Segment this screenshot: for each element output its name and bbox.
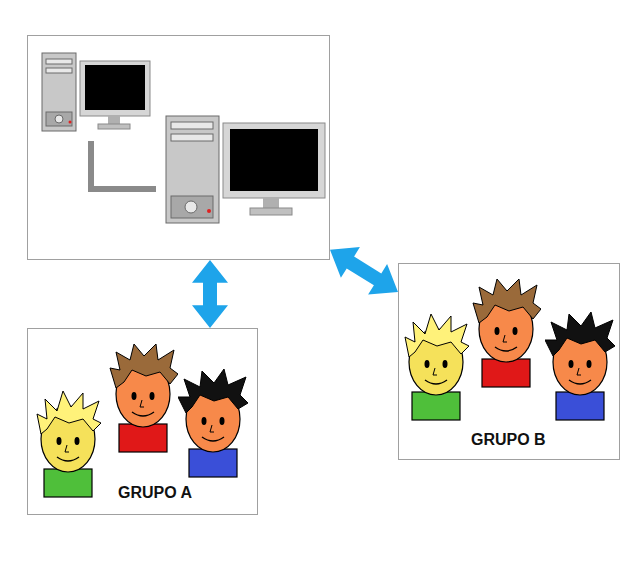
group-box: GRUPO A (27, 328, 258, 515)
group-label: GRUPO B (471, 431, 546, 449)
double-arrow (330, 247, 398, 295)
computer-illustration (28, 36, 331, 261)
group-box: GRUPO B (398, 263, 620, 460)
group-label: GRUPO A (118, 484, 192, 502)
computer-panel (27, 35, 330, 260)
double-arrow (192, 260, 228, 328)
